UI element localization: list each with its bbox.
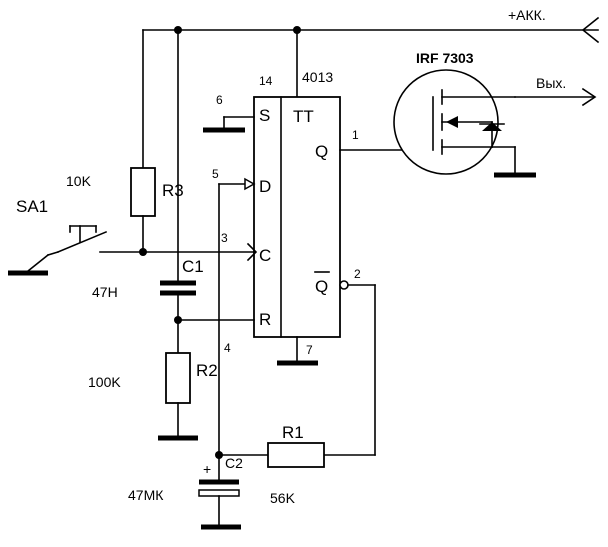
pin-number: 1 xyxy=(352,128,359,142)
qbar-feedback-wire xyxy=(323,280,376,456)
ic-type-label: TT xyxy=(293,107,314,126)
pin-c-label: C xyxy=(259,246,271,265)
pin-number: 7 xyxy=(306,343,313,357)
capacitor-c2 xyxy=(198,451,269,530)
pin-r-label: R xyxy=(259,310,271,329)
resistor-r2-ref: R2 xyxy=(196,361,218,380)
resistor-r2-value: 100K xyxy=(88,374,121,390)
resistor-r1-value: 56K xyxy=(270,490,296,506)
capacitor-c2-value: 47МК xyxy=(128,487,164,503)
resistor-r3-ref: R3 xyxy=(162,181,184,200)
pin-7-ground xyxy=(277,336,318,366)
capacitor-c1 xyxy=(160,280,196,354)
resistor-r1-ref: R1 xyxy=(282,423,304,442)
pin-q-label: Q xyxy=(315,142,328,161)
pin-r-wire xyxy=(174,316,255,324)
resistor-r1 xyxy=(267,442,325,468)
output-wire xyxy=(514,87,597,107)
capacitor-c1-ref: C1 xyxy=(182,257,204,276)
capacitor-c2-ref: C2 xyxy=(225,455,243,471)
ic-4013 xyxy=(253,96,341,338)
mosfet-irf7303 xyxy=(393,69,536,178)
mosfet-name: IRF 7303 xyxy=(416,50,474,66)
pin-number: 5 xyxy=(212,167,219,181)
pin-number: 2 xyxy=(354,267,361,281)
pin-s-ground xyxy=(203,116,255,133)
resistor-r3 xyxy=(130,167,156,253)
capacitor-c2-polarity: + xyxy=(203,461,211,477)
switch-sa1 xyxy=(8,225,108,276)
pin-d-wire xyxy=(218,177,256,456)
ic-name: 4013 xyxy=(302,69,333,85)
supply-label: +АКК. xyxy=(508,7,546,23)
supply-rail xyxy=(142,16,600,282)
resistor-r2 xyxy=(158,352,198,441)
pin-number: 6 xyxy=(216,93,223,107)
capacitor-c1-value: 47Н xyxy=(92,284,118,300)
pin-number: 3 xyxy=(221,231,228,245)
switch-sa1-ref: SA1 xyxy=(16,197,48,216)
output-label: Вых. xyxy=(536,75,566,91)
pin-d-label: D xyxy=(259,177,271,196)
pin-number: 14 xyxy=(259,74,273,88)
pin-qbar-label: Q xyxy=(315,277,328,296)
pin-number: 4 xyxy=(224,341,231,355)
resistor-r3-value: 10K xyxy=(66,173,92,189)
pin-s-label: S xyxy=(259,106,270,125)
